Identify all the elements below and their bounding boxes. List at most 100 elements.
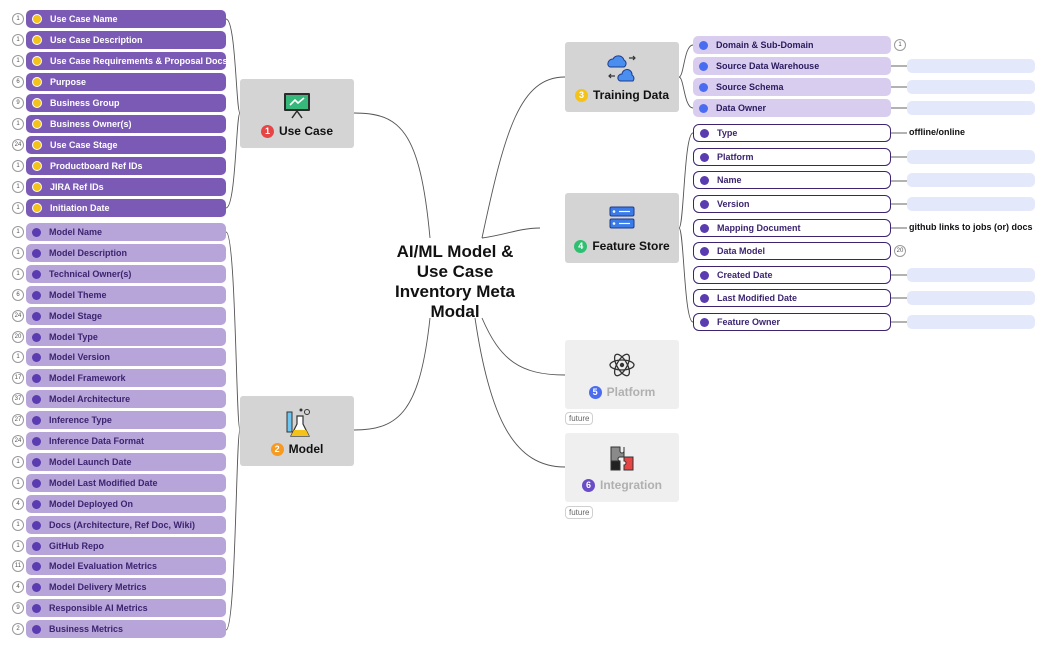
child-count-badge[interactable]: 11 xyxy=(12,560,24,572)
child-count-badge[interactable]: 1 xyxy=(12,13,24,25)
future-tag[interactable]: future xyxy=(565,412,594,425)
child-count-badge[interactable]: 24 xyxy=(12,310,24,322)
training-data-field[interactable]: Domain & Sub-Domain xyxy=(693,36,891,54)
value-field[interactable] xyxy=(907,315,1035,329)
child-count-badge[interactable]: 1 xyxy=(12,202,24,214)
topic-label: Feature Store xyxy=(592,239,670,253)
child-count-badge[interactable]: 24 xyxy=(12,139,24,151)
model-field[interactable]: Business Metrics xyxy=(26,620,226,638)
child-count-badge[interactable]: 1 xyxy=(12,34,24,46)
child-count-badge[interactable]: 20 xyxy=(12,331,24,343)
child-count-badge[interactable]: 1 xyxy=(894,39,906,51)
feature-store-field[interactable]: Mapping Document xyxy=(693,219,891,237)
model-field[interactable]: Technical Owner(s) xyxy=(26,265,226,283)
model-field[interactable]: GitHub Repo xyxy=(26,537,226,555)
model-field[interactable]: Responsible AI Metrics xyxy=(26,599,226,617)
feature-store-field[interactable]: Created Date xyxy=(693,266,891,284)
model-field[interactable]: Model Last Modified Date xyxy=(26,474,226,492)
model-field[interactable]: Model Stage xyxy=(26,307,226,325)
model-field[interactable]: Model Framework xyxy=(26,369,226,387)
child-count-badge[interactable]: 37 xyxy=(12,393,24,405)
model-field[interactable]: Model Name xyxy=(26,223,226,241)
child-count-badge[interactable]: 1 xyxy=(12,351,24,363)
model-field[interactable]: Model Type xyxy=(26,328,226,346)
value-field[interactable] xyxy=(907,291,1035,305)
value-field[interactable] xyxy=(907,80,1035,94)
feature-store-field[interactable]: Type xyxy=(693,124,891,142)
model-field[interactable]: Model Version xyxy=(26,348,226,366)
value-field[interactable] xyxy=(907,173,1035,187)
future-tag[interactable]: future xyxy=(565,506,594,519)
bullet-dot-icon xyxy=(32,140,42,150)
feature-store-field[interactable]: Feature Owner xyxy=(693,313,891,331)
child-count-badge[interactable]: 4 xyxy=(12,581,24,593)
child-count-badge[interactable]: 1 xyxy=(12,118,24,130)
feature-store-field[interactable]: Data Model xyxy=(693,242,891,260)
bullet-dot-icon xyxy=(32,457,41,467)
feature-store-field[interactable]: Platform xyxy=(693,148,891,166)
training-data-field[interactable]: Source Schema xyxy=(693,78,891,96)
model-field[interactable]: Model Architecture xyxy=(26,390,226,408)
child-count-badge[interactable]: 17 xyxy=(12,372,24,384)
node-label: Source Data Warehouse xyxy=(716,61,820,71)
value-field[interactable] xyxy=(907,268,1035,282)
use-case-field[interactable]: Use Case Name xyxy=(26,10,226,28)
child-count-badge[interactable]: 1 xyxy=(12,477,24,489)
model-field[interactable]: Inference Type xyxy=(26,411,226,429)
child-count-badge[interactable]: 6 xyxy=(12,289,24,301)
child-count-badge[interactable]: 1 xyxy=(12,519,24,531)
model-field[interactable]: Model Description xyxy=(26,244,226,262)
training-data-field[interactable]: Source Data Warehouse xyxy=(693,57,891,75)
child-count-badge[interactable]: 6 xyxy=(12,76,24,88)
node-label: Created Date xyxy=(717,270,773,280)
model-field[interactable]: Docs (Architecture, Ref Doc, Wiki) xyxy=(26,516,226,534)
feature-store-field[interactable]: Name xyxy=(693,171,891,189)
child-count-badge[interactable]: 2 xyxy=(12,623,24,635)
use-case-field[interactable]: Initiation Date xyxy=(26,199,226,217)
child-count-badge[interactable]: 4 xyxy=(12,498,24,510)
model-field[interactable]: Inference Data Format xyxy=(26,432,226,450)
child-count-badge[interactable]: 9 xyxy=(12,97,24,109)
central-topic[interactable]: AI/ML Model & Use Case Inventory Meta Mo… xyxy=(380,242,530,322)
bullet-dot-icon xyxy=(32,436,41,446)
use-case-field[interactable]: Business Owner(s) xyxy=(26,115,226,133)
use-case-field[interactable]: Business Group xyxy=(26,94,226,112)
use-case-field[interactable]: JIRA Ref IDs xyxy=(26,178,226,196)
feature-store-field[interactable]: Last Modified Date xyxy=(693,289,891,307)
lab-flask-icon xyxy=(240,406,354,440)
training-data-field[interactable]: Data Owner xyxy=(693,99,891,117)
model-field[interactable]: Model Deployed On xyxy=(26,495,226,513)
model-field[interactable]: Model Evaluation Metrics xyxy=(26,557,226,575)
model-field[interactable]: Model Launch Date xyxy=(26,453,226,471)
use-case-field[interactable]: Use Case Requirements & Proposal Docs xyxy=(26,52,226,70)
child-count-badge[interactable]: 1 xyxy=(12,181,24,193)
use-case-field[interactable]: Purpose xyxy=(26,73,226,91)
use-case-field[interactable]: Use Case Description xyxy=(26,31,226,49)
child-count-badge[interactable]: 20 xyxy=(894,245,906,257)
child-count-badge[interactable]: 24 xyxy=(12,435,24,447)
child-count-badge[interactable]: 1 xyxy=(12,540,24,552)
child-count-badge[interactable]: 1 xyxy=(12,55,24,67)
child-count-badge[interactable]: 1 xyxy=(12,268,24,280)
use-case-field[interactable]: Productboard Ref IDs xyxy=(26,157,226,175)
child-count-badge[interactable]: 27 xyxy=(12,414,24,426)
value-field[interactable] xyxy=(907,197,1035,211)
model-field[interactable]: Model Delivery Metrics xyxy=(26,578,226,596)
use-case-field[interactable]: Use Case Stage xyxy=(26,136,226,154)
child-count-badge[interactable]: 9 xyxy=(12,602,24,614)
feature-store-field[interactable]: Version xyxy=(693,195,891,213)
value-field[interactable] xyxy=(907,150,1035,164)
child-count-badge[interactable]: 1 xyxy=(12,160,24,172)
value-field[interactable] xyxy=(907,59,1035,73)
child-count-badge[interactable]: 1 xyxy=(12,456,24,468)
child-count-badge[interactable]: 1 xyxy=(12,247,24,259)
child-count-badge[interactable]: 1 xyxy=(12,226,24,238)
model-field[interactable]: Model Theme xyxy=(26,286,226,304)
value-field[interactable] xyxy=(907,101,1035,115)
